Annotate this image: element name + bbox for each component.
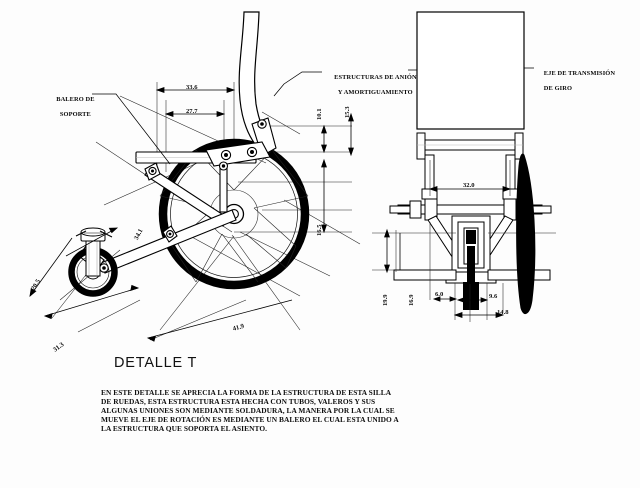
centre-bracket bbox=[427, 215, 514, 310]
dimension-15-3: 15.3 bbox=[344, 106, 351, 118]
dimension-6-0: 6.0 bbox=[435, 291, 444, 298]
dimension-9-6: 9.6 bbox=[489, 293, 498, 300]
callout-estructuras-line1: ESTRUCTURAS DE ANIÓN bbox=[334, 73, 417, 81]
side-view-dimension-lines bbox=[29, 87, 354, 342]
front-view-group bbox=[372, 11, 556, 322]
dimension-10-1: 10.1 bbox=[316, 108, 323, 120]
dimension-16-5: 16.5 bbox=[316, 224, 323, 236]
callout-estructuras-anion: ESTRUCTURAS DE ANIÓN Y AMORTIGUAMIENTO bbox=[322, 66, 422, 104]
vertical-strut bbox=[218, 161, 229, 213]
dimension-16-9: 16.9 bbox=[408, 294, 415, 306]
callout-eje-line2: DE GIRO bbox=[543, 84, 573, 92]
pivot-link-plates bbox=[205, 117, 277, 167]
callout-eje-line1: EJE DE TRANSMISIÓN bbox=[543, 69, 616, 77]
callout-balero-de-soporte: BALERO DE SOPORTE bbox=[44, 88, 100, 126]
dimension-33-6: 33.6 bbox=[186, 84, 198, 91]
leader-balero bbox=[92, 93, 171, 165]
lower-frame-arms bbox=[78, 162, 237, 274]
seat-back-panel bbox=[416, 11, 525, 130]
dimension-27-7: 27.7 bbox=[186, 108, 198, 115]
detail-description: EN ESTE DETALLE SE APRECIA LA FORMA DE L… bbox=[101, 388, 399, 434]
callout-balero-line1: BALERO DE bbox=[56, 95, 95, 103]
detail-title: DETALLE T bbox=[114, 355, 198, 371]
callout-balero-line2: SOPORTE bbox=[59, 110, 91, 118]
callout-leaders bbox=[92, 67, 534, 165]
callout-eje-transmision: EJE DE TRANSMISIÓN DE GIRO bbox=[537, 62, 637, 100]
front-view-dimension-lines bbox=[384, 186, 512, 318]
upper-cross-tube bbox=[416, 132, 524, 160]
rear-wheel-tyre bbox=[158, 138, 310, 290]
dimension-14-8: 14.8 bbox=[497, 309, 509, 316]
front-view-tyre bbox=[516, 153, 536, 315]
front-view-construction bbox=[395, 160, 511, 322]
caster-wheel-assembly bbox=[68, 227, 118, 297]
dimension-32-0: 32.0 bbox=[463, 182, 475, 189]
front-view-posts bbox=[421, 154, 519, 200]
dimension-19-9: 19.9 bbox=[382, 294, 389, 306]
callout-estructuras-line2: Y AMORTIGUAMIENTO bbox=[337, 88, 413, 96]
caster-swivel-bearing bbox=[80, 227, 106, 242]
leader-estructuras bbox=[273, 71, 322, 97]
